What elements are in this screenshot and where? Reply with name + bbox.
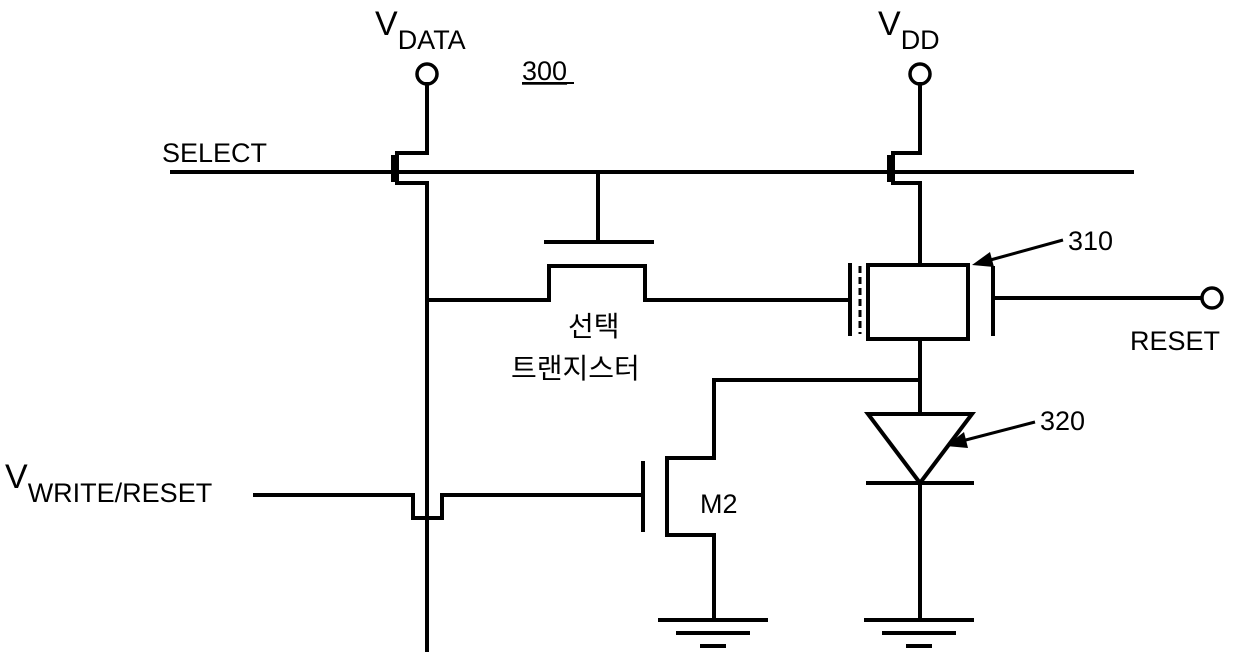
ref-320-label: 320 [1040,406,1085,436]
vdd-label: VDD [878,5,940,55]
selection-transistor-label-line2: 트랜지스터 [511,352,640,385]
memory-element-310 [868,265,968,339]
arrow-310 [972,240,1063,267]
vwrite-reset-label: VWRITE/RESET [5,458,212,508]
vdd-line [893,84,920,265]
select-label: SELECT [162,138,267,168]
arrow-320 [946,422,1035,448]
vdata-line [397,84,427,650]
m2-label: M2 [700,489,738,519]
selection-channel [427,266,850,300]
vdata-terminal [417,64,437,84]
ground-symbol-oled [866,620,972,646]
oled-320 [868,414,972,483]
vwrite-reset-line [255,495,643,518]
ref-310-label: 310 [1068,226,1113,256]
ground-symbol-m2 [660,620,766,646]
reset-terminal [1202,288,1222,308]
vdd-terminal [910,64,930,84]
selection-transistor-label-line1: 선택 [568,310,620,343]
reset-label: RESET [1130,326,1220,356]
figure-number: 300 [522,56,567,86]
vdata-label: VDATA [375,5,466,55]
